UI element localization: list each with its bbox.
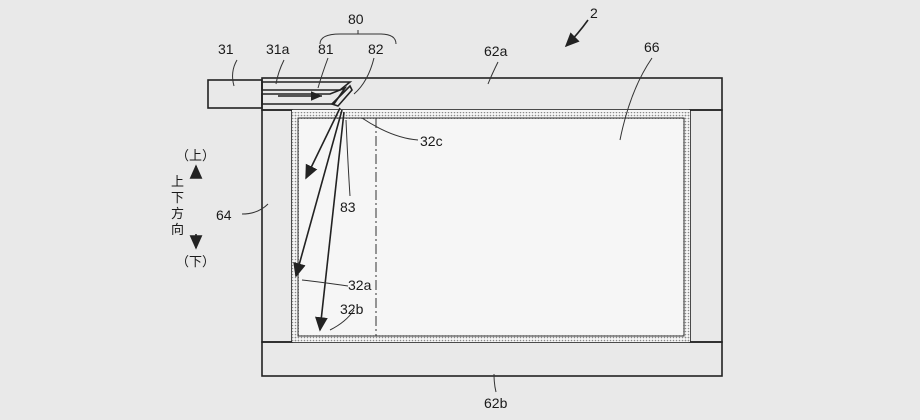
label-2: 2 <box>590 5 598 21</box>
label-31: 31 <box>218 41 234 57</box>
label-83: 83 <box>340 199 356 215</box>
label-62b: 62b <box>484 395 508 411</box>
direction-down-marker: （下） <box>176 255 215 270</box>
spray-arrows-83 <box>293 107 345 332</box>
direction-char-3: 方 <box>171 206 184 222</box>
direction-char-1: 上 <box>171 175 184 190</box>
direction-char-4: 向 <box>171 222 184 238</box>
inner-chamber-66 <box>292 110 690 342</box>
label-32c: 32c <box>420 133 443 149</box>
direction-up-marker: （上） <box>176 149 215 164</box>
label-66: 66 <box>644 39 660 55</box>
label-81: 81 <box>318 41 334 57</box>
label-64: 64 <box>216 207 232 223</box>
label-62a: 62a <box>484 43 508 59</box>
nozzle-31 <box>207 79 353 109</box>
leader-lines <box>232 30 653 393</box>
bottom-wall-62b <box>261 341 723 377</box>
left-wall-64 <box>261 109 293 343</box>
direction-char-2: 下 <box>171 191 184 206</box>
label-80: 80 <box>348 11 364 27</box>
label-32a: 32a <box>348 277 372 293</box>
right-wall <box>689 109 723 343</box>
label-82: 82 <box>368 41 384 57</box>
device-arrow-2 <box>564 19 589 48</box>
label-31a: 31a <box>266 41 290 57</box>
label-32b: 32b <box>340 301 364 317</box>
